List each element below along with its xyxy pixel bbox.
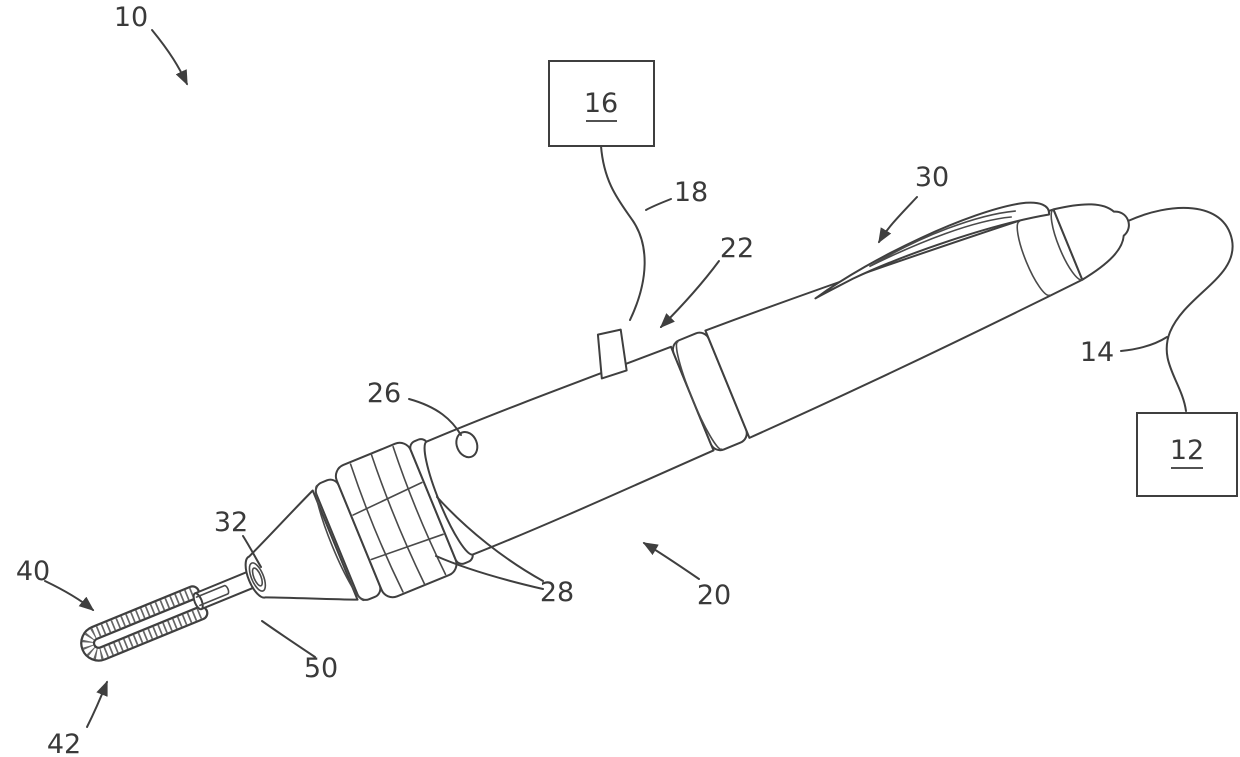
- control-wire-18: [600, 145, 646, 321]
- inner-tube-lines: [195, 584, 230, 607]
- label-30: 30: [915, 162, 949, 193]
- label-10: 10: [114, 2, 148, 33]
- label-40: 40: [16, 556, 50, 587]
- leader-32: [242, 535, 262, 568]
- front-body: [423, 345, 715, 556]
- label-42: 42: [47, 729, 81, 757]
- label-20: 20: [697, 580, 731, 611]
- loop-hatching: [82, 587, 203, 660]
- nose-cone: [244, 489, 359, 601]
- leader-28-upper: [436, 496, 544, 582]
- arrow-20: [642, 542, 700, 580]
- box-12: 12: [1136, 412, 1238, 497]
- power-cable-14: [1127, 206, 1234, 412]
- chuck-rib-lines: [349, 445, 447, 593]
- arrow-42: [86, 680, 108, 728]
- label-22: 22: [720, 233, 754, 264]
- leader-18: [645, 198, 672, 211]
- arrow-10: [151, 29, 188, 86]
- activation-lever: [596, 328, 628, 380]
- label-26: 26: [367, 378, 401, 409]
- chuck-facet-lines: [352, 481, 444, 561]
- nose-opening-outer: [248, 562, 267, 592]
- instrument-drawing: [80, 201, 1130, 662]
- leader-14: [1120, 336, 1168, 352]
- label-50: 50: [304, 653, 338, 684]
- arrow-40: [44, 580, 95, 612]
- label-14: 14: [1080, 337, 1114, 368]
- grip-clip: [814, 201, 1051, 300]
- mid-collar-seam: [675, 341, 723, 451]
- box-16: 16: [548, 60, 655, 147]
- loop-electrode: [80, 585, 209, 662]
- grip-slit: [868, 210, 1017, 268]
- label-32: 32: [214, 507, 248, 538]
- label-28: 28: [540, 577, 574, 608]
- label-12: 12: [1170, 435, 1204, 466]
- arrow-22: [659, 260, 720, 329]
- arrow-30: [878, 196, 918, 244]
- label-18: 18: [674, 177, 708, 208]
- leader-50: [261, 620, 316, 658]
- label-16: 16: [584, 88, 618, 119]
- chuck-front-seam: [314, 484, 365, 602]
- tail-cap: [1052, 203, 1130, 281]
- rear-body: [704, 208, 1084, 439]
- leader-26: [408, 398, 462, 436]
- leader-28-lower: [435, 555, 544, 590]
- box-12-frame: [1136, 412, 1238, 497]
- box-16-frame: [548, 60, 655, 147]
- tail-seam: [1050, 208, 1084, 281]
- nose-opening-inner: [251, 567, 264, 587]
- vent-hole: [455, 430, 479, 459]
- rear-cap-seam: [1016, 220, 1051, 297]
